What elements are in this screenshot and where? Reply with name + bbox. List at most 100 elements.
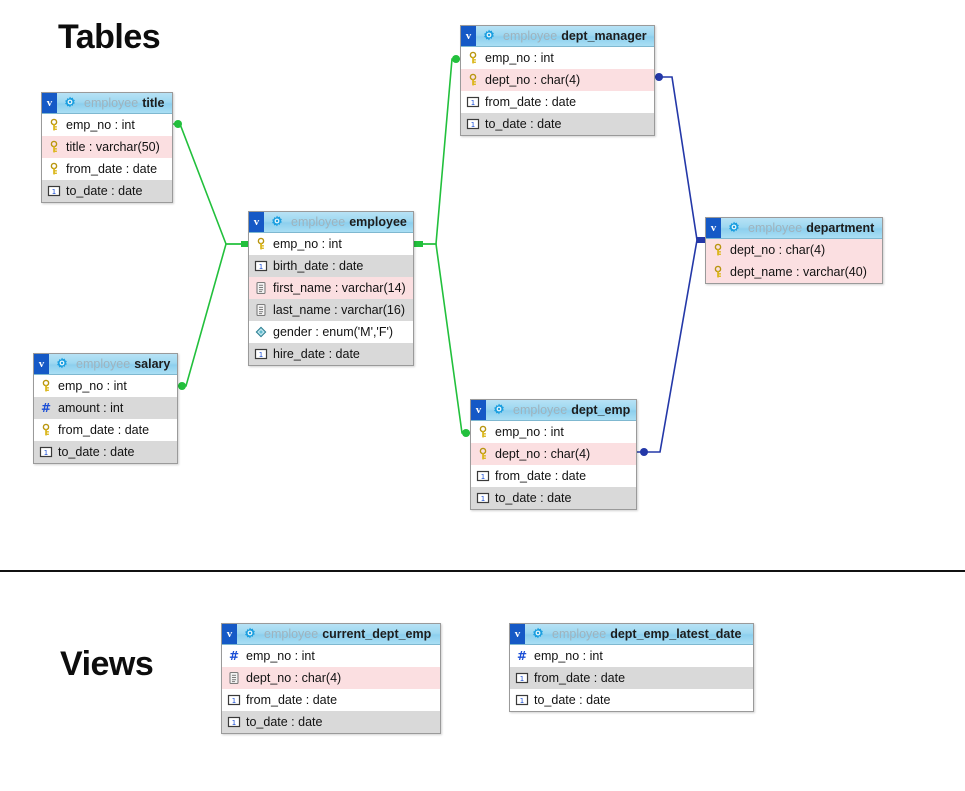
entity-schema-label: employee [264, 627, 319, 641]
column-row[interactable]: title : varchar(50) [42, 136, 172, 158]
svg-text:1: 1 [520, 697, 524, 705]
column-label: first_name : varchar(14) [273, 280, 406, 295]
column-row[interactable]: #emp_no : int [222, 645, 440, 667]
column-row[interactable]: dept_no : char(4) [706, 239, 882, 261]
key-icon [714, 243, 722, 255]
column-label: emp_no : int [66, 117, 135, 132]
date-icon: 1 [47, 185, 61, 197]
entity-schema-label: employee [291, 215, 346, 229]
entity-name-label: department [806, 221, 875, 235]
key-icon [50, 140, 58, 152]
entity-schema-label: employee [503, 29, 558, 43]
column-row[interactable]: gender : enum('M','F') [249, 321, 413, 343]
column-label: dept_no : char(4) [485, 72, 581, 87]
column-label: gender : enum('M','F') [273, 324, 394, 339]
gear-icon [484, 29, 494, 41]
column-row[interactable]: from_date : date [34, 419, 177, 441]
column-row[interactable]: dept_name : varchar(40) [706, 261, 882, 283]
column-row[interactable]: dept_no : char(4) [222, 667, 440, 689]
gear-icon [494, 403, 504, 415]
column-row[interactable]: dept_no : char(4) [471, 443, 636, 465]
entity-name-label: employee [349, 215, 407, 229]
svg-text:1: 1 [471, 121, 475, 129]
column-row[interactable]: 1 from_date : date [461, 91, 654, 113]
entity-name-label: salary [134, 357, 171, 371]
key-icon [479, 447, 487, 459]
svg-text:1: 1 [520, 675, 524, 683]
column-label: dept_no : char(4) [246, 670, 342, 685]
key-icon [714, 265, 722, 278]
column-label: to_date : date [66, 184, 143, 198]
svg-text:#: # [41, 401, 51, 415]
view-badge-icon: v [34, 354, 49, 374]
column-row[interactable]: 1 to_date : date [42, 180, 172, 202]
entity-name-label: dept_manager [561, 29, 647, 43]
column-row[interactable]: last_name : varchar(16) [249, 299, 413, 321]
column-row[interactable]: dept_no : char(4) [461, 69, 654, 91]
gear-icon [272, 215, 282, 227]
column-row[interactable]: #amount : int [34, 397, 177, 419]
section-title-tables: Tables [58, 18, 161, 56]
column-label: dept_name : varchar(40) [730, 265, 867, 279]
entity-schema-label: employee [84, 96, 139, 110]
key-icon [42, 379, 50, 391]
relation-employee-salary [178, 243, 248, 387]
column-row[interactable]: emp_no : int [249, 233, 413, 255]
column-row[interactable]: #emp_no : int [510, 645, 753, 667]
key-icon [469, 51, 477, 63]
key-icon [479, 425, 487, 437]
key-icon [50, 118, 58, 130]
svg-text:1: 1 [471, 99, 475, 107]
svg-text:1: 1 [259, 263, 263, 271]
column-row[interactable]: emp_no : int [42, 114, 172, 136]
svg-text:1: 1 [481, 495, 485, 503]
number-icon: # [229, 649, 239, 663]
view-badge-icon: v [222, 624, 237, 644]
column-row[interactable]: first_name : varchar(14) [249, 277, 413, 299]
column-label: from_date : date [485, 94, 577, 109]
svg-text:1: 1 [481, 473, 485, 481]
column-label: from_date : date [58, 422, 150, 437]
column-row[interactable]: emp_no : int [471, 421, 636, 443]
section-divider [0, 570, 965, 572]
column-row[interactable]: emp_no : int [34, 375, 177, 397]
svg-text:1: 1 [232, 719, 236, 727]
date-icon: 1 [227, 694, 241, 705]
key-icon [42, 423, 50, 435]
column-row[interactable]: from_date : date [42, 158, 172, 180]
column-row[interactable]: emp_no : int [461, 47, 654, 69]
gear-icon [65, 96, 75, 108]
date-icon: 1 [476, 470, 490, 481]
gear-icon [729, 221, 739, 233]
relation-employee-title [173, 123, 248, 245]
date-icon: 1 [515, 672, 529, 683]
column-label: emp_no : int [534, 648, 603, 663]
